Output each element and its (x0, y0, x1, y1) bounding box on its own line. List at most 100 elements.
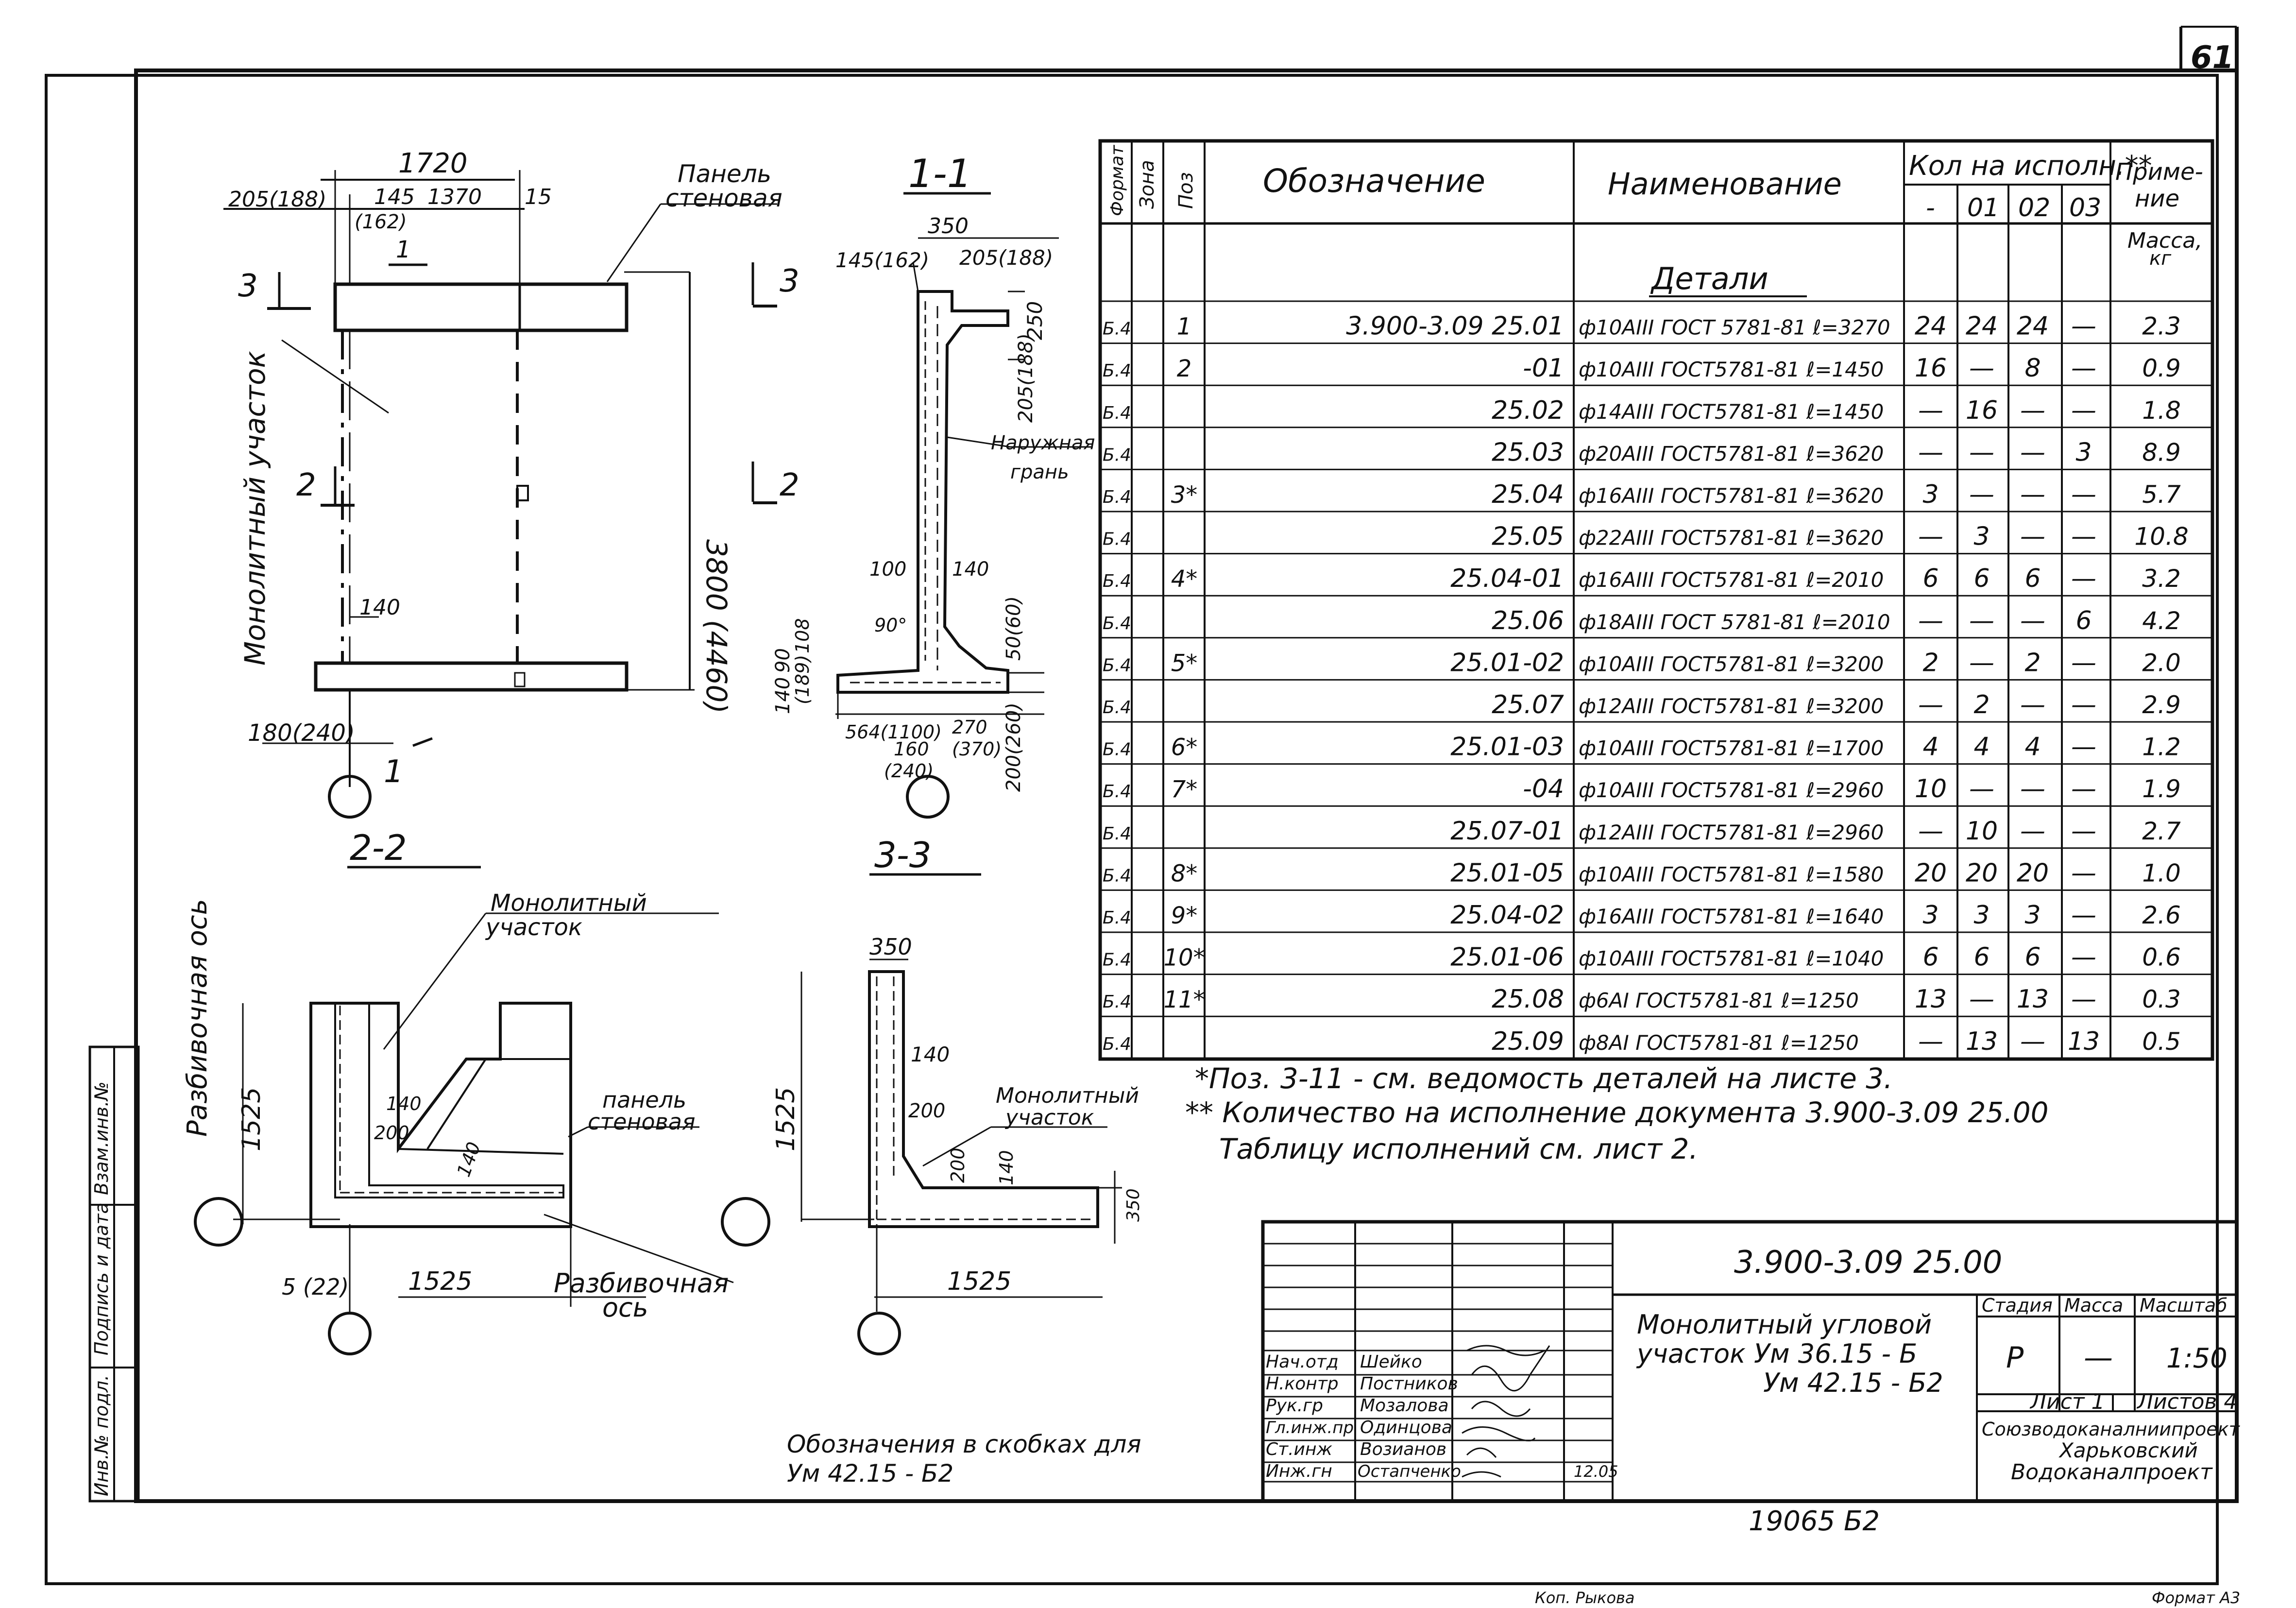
spec-row-qty: 24 (1966, 312, 1998, 341)
spec-row-name: ф10АIII ГОСТ5781-81 ℓ=2960 (1579, 778, 1884, 802)
s11-dim-160: 160 (894, 738, 929, 760)
spec-header-name: Наименование (1608, 166, 1842, 202)
left-margin-strip: Инв.№ подл. Подпись и дата Взам.инв.№ (88, 1045, 140, 1503)
spec-row-mass: 2.0 (2142, 649, 2181, 677)
s11-dim-370: (370) (952, 738, 1002, 760)
spec-row-qty: — (2071, 774, 2096, 804)
spec-row-name: ф10АIII ГОСТ5781-81 ℓ=1700 (1579, 736, 1884, 760)
plan-view: 1720 205(188) 145 1370 15 (162) 3800 (44… (223, 148, 799, 819)
spec-header-mass-2: кг (2149, 247, 2172, 270)
spec-row-mass: 3.2 (2142, 565, 2181, 593)
spec-row-designation: 25.09 (1492, 1027, 1564, 1056)
note-brackets-2: Ум 42.15 - Б2 (787, 1459, 953, 1488)
spec-row-qty: — (2071, 648, 2096, 677)
spec-row-qty: 3 (2024, 901, 2041, 930)
spec-header-pos: Поз (1175, 172, 1197, 209)
spec-row-designation: 25.01-05 (1450, 858, 1564, 888)
note-3: Таблицу исполнений см. лист 2. (1219, 1132, 1698, 1165)
spec-row-qty: — (2071, 354, 2096, 383)
spec-row-designation: 25.06 (1492, 606, 1564, 635)
spec-row-qty: — (1969, 606, 1994, 635)
spec-row-designation: 25.04-01 (1450, 564, 1564, 593)
spec-row-qty: — (2071, 943, 2096, 972)
spec-header-format: Формат (1107, 145, 1127, 216)
spec-row-pos: 1 (1177, 313, 1192, 341)
spec-row-format: Б.4 (1103, 319, 1131, 339)
spec-row-qty: 3 (2075, 438, 2092, 467)
spec-row-designation: -01 (1523, 354, 1564, 383)
s11-dim-189: (189) (792, 655, 813, 704)
plan-cut-label-1-top: 1 (396, 236, 411, 263)
s11-dim-100: 100 (869, 558, 906, 581)
plan-dim-205: 205(188) (228, 187, 326, 212)
spec-row-qty: — (1969, 438, 1994, 467)
spec-row-qty: 20 (1915, 858, 1947, 888)
title-line-1: Монолитный угловой (1637, 1309, 1932, 1340)
spec-row-designation: 25.02 (1492, 396, 1564, 425)
spec-row-qty: 13 (2017, 985, 2049, 1014)
s11-dim-200: 200(260) (1003, 702, 1025, 792)
section-1-1-title: 1-1 (908, 151, 972, 196)
role-2: Рук.гр (1266, 1396, 1323, 1416)
spec-row-qty: 6 (1922, 943, 1939, 972)
spec-row-designation: 25.03 (1492, 438, 1564, 467)
note-brackets-1: Обозначения в скобках для (787, 1430, 1141, 1458)
spec-row-mass: 2.6 (2142, 901, 2181, 929)
spec-row-qty: — (1918, 522, 1943, 551)
s33-label-mono-1: Монолитный (996, 1083, 1139, 1108)
spec-row-format: Б.4 (1103, 992, 1131, 1012)
plan-dim-1370: 1370 (427, 185, 482, 209)
plan-cut-label-2-left: 2 (296, 467, 316, 503)
spec-row-name: ф14АIII ГОСТ5781-81 ℓ=1450 (1579, 400, 1884, 424)
spec-row-qty: — (2020, 774, 2045, 804)
role-name-1: Постников (1360, 1374, 1458, 1394)
spec-qty-col-02: 02 (2018, 193, 2050, 222)
s11-dim-90deg: 90° (874, 615, 907, 636)
note-2: ** Количество на исполнение документа 3.… (1185, 1096, 2049, 1129)
section-3-3-title: 3-3 (874, 835, 932, 875)
spec-row-mass: 1.0 (2142, 859, 2181, 887)
plan-cut-label-1-bottom: 1 (384, 754, 404, 790)
stage-value: Р (2006, 1341, 2024, 1375)
spec-row-name: ф12АIII ГОСТ5781-81 ℓ=3200 (1579, 694, 1884, 718)
s11-dim-270: 270 (952, 717, 987, 738)
spec-row-qty: — (2071, 817, 2096, 846)
s11-dim-250: 250 (1023, 301, 1047, 340)
spec-row-name: ф6АI ГОСТ5781-81 ℓ=1250 (1579, 989, 1859, 1012)
spec-row-qty: 13 (2068, 1027, 2100, 1056)
spec-row-designation: 25.07-01 (1450, 817, 1564, 846)
spec-row-qty: — (2020, 522, 2045, 551)
s33-dim-140b: 140 (996, 1150, 1017, 1185)
spec-row-pos: 10* (1163, 944, 1205, 972)
s11-dim-205a: 205(188) (959, 246, 1053, 270)
spec-row-name: ф22АIII ГОСТ5781-81 ℓ=3620 (1579, 526, 1884, 550)
spec-row-mass: 2.9 (2142, 691, 2181, 719)
s22-dim-140a: 140 (386, 1093, 422, 1114)
spec-row-designation: 25.04-02 (1450, 901, 1564, 930)
spec-row-format: Б.4 (1103, 908, 1131, 928)
role-name-5: Остапченко (1358, 1462, 1461, 1481)
plan-dim-15: 15 (525, 185, 552, 209)
s22-label-mono-1: Монолитный (491, 890, 647, 917)
s11-dim-108: 108 (792, 618, 813, 653)
spec-row-name: ф10АIII ГОСТ 5781-81 ℓ=3270 (1579, 316, 1890, 340)
s11-dim-240: (240) (884, 760, 934, 782)
spec-row-name: ф18АIII ГОСТ 5781-81 ℓ=2010 (1579, 610, 1890, 634)
s33-dim-350-top: 350 (869, 934, 912, 960)
spec-row-qty: 8 (2024, 354, 2041, 383)
s22-label-panel-2: стеновая (588, 1109, 696, 1135)
spec-row-qty: — (2071, 396, 2096, 425)
plan-dim-140: 140 (359, 595, 400, 620)
spec-row-mass: 0.3 (2142, 985, 2181, 1013)
spec-row-pos: 4* (1171, 565, 1198, 593)
spec-row-qty: — (2020, 690, 2045, 719)
spec-row-qty: — (2071, 985, 2096, 1014)
spec-row-qty: — (1918, 606, 1943, 635)
spec-row-designation: 25.01-03 (1450, 733, 1564, 762)
spec-row-format: Б.4 (1103, 698, 1131, 718)
spec-row-qty: 6 (1973, 943, 1990, 972)
spec-row-pos: 9* (1171, 902, 1198, 929)
spec-row-qty: — (1969, 480, 1994, 509)
